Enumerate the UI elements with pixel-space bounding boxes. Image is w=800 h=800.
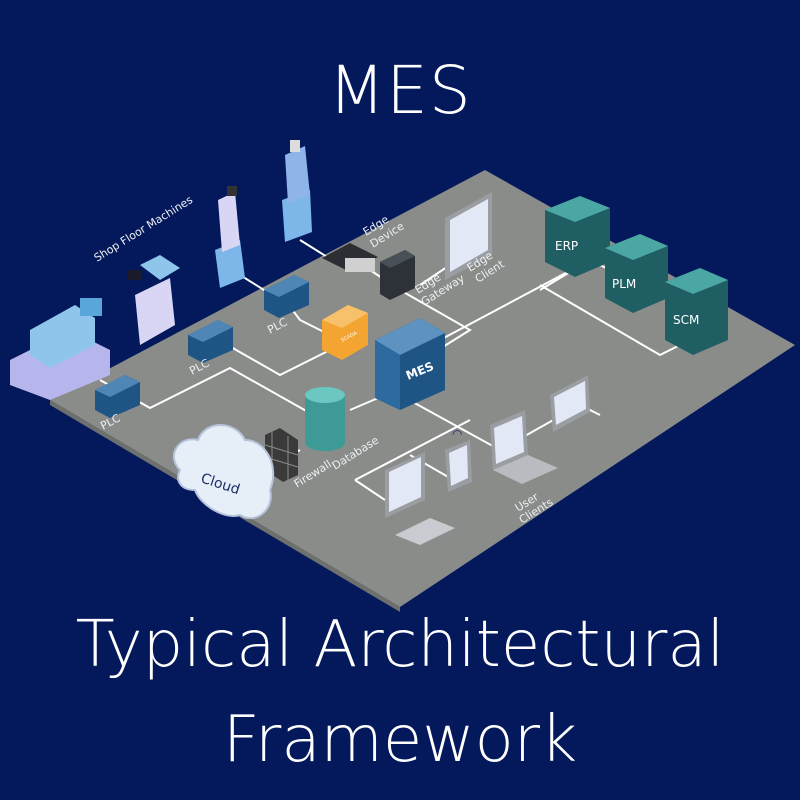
scada-server: SCADA: [322, 305, 368, 360]
edge-client: Edge Client: [445, 192, 507, 286]
plm-server: PLM: [605, 234, 668, 313]
lathe-machine: [10, 298, 110, 400]
erp-server: ERP: [545, 196, 610, 277]
wifi-icon: ◠: [452, 427, 462, 441]
cloud: Cloud: [173, 424, 275, 520]
milling-machine-3: [282, 140, 312, 242]
desktop-computer: [385, 452, 455, 545]
page-title: MES: [328, 52, 472, 129]
scm-label: SCM: [673, 313, 699, 327]
plm-label: PLM: [612, 277, 636, 291]
mes-server: MES: [375, 318, 445, 410]
tablet: [550, 375, 590, 432]
erp-label: ERP: [555, 239, 578, 253]
laptop: [490, 410, 558, 484]
shop-floor-label: Shop Floor Machines: [92, 193, 196, 264]
scm-server: SCM: [665, 268, 728, 355]
milling-machine-1: [128, 255, 180, 345]
handheld-device: ◠: [445, 427, 472, 492]
subtitle-line-2: Framework: [222, 703, 578, 777]
subtitle-line-1: Typical Architectural: [75, 608, 725, 682]
milling-machine-2: [215, 186, 245, 288]
